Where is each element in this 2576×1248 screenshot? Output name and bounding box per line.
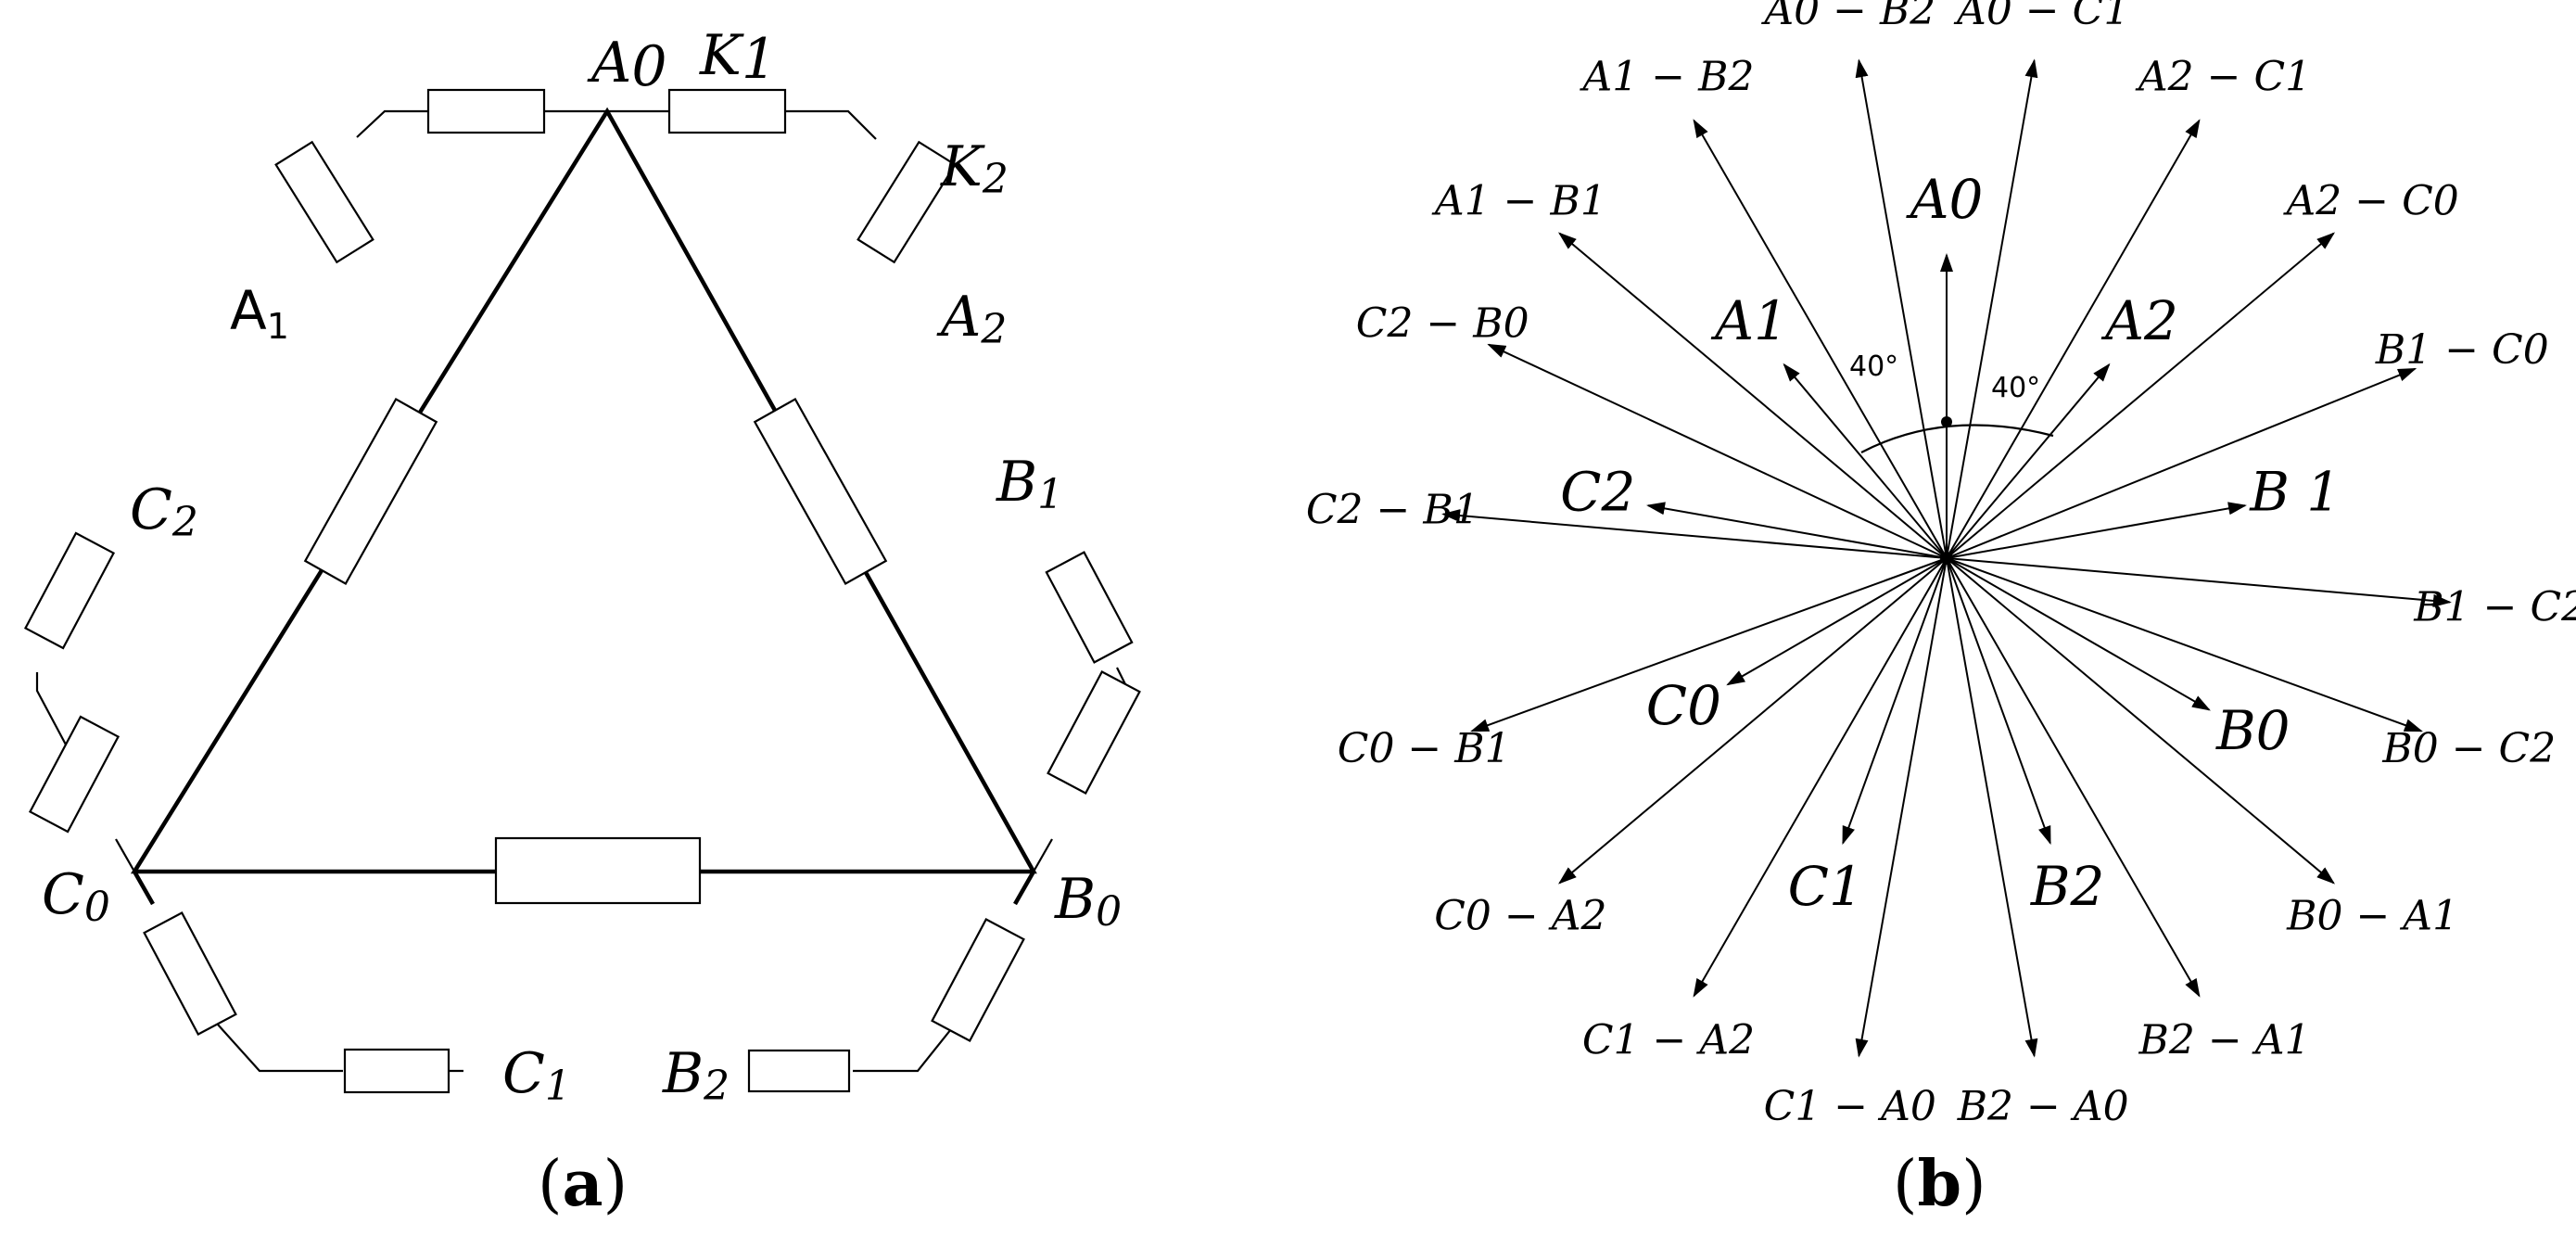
phasor-label-c1-a0: C1 − A0 (1764, 1083, 1936, 1130)
label-k2: K2 (940, 134, 1009, 203)
phasor-label-a1-b1: A1 − B1 (1431, 177, 1606, 224)
label-b0: B0 (1054, 867, 1122, 936)
resistor-bottom-side (494, 836, 702, 905)
phasor-label-a1: A1 (1710, 289, 1788, 352)
label-c1: C1 (502, 1041, 571, 1110)
phasor-label-c2-b1: C2 − B1 (1306, 487, 1479, 534)
panel-a-circuit: A0 K1 K2 A1 A2 B1 C2 C0 B0 C1 B2 (a) (23, 23, 1141, 1221)
resistor-b0-b1-lower (1047, 669, 1141, 796)
resistor-c0-c2-lower (28, 715, 121, 834)
phasor-label-b2-a1: B2 − A1 (2138, 1017, 2311, 1064)
label-a0: A0 (587, 31, 667, 99)
resistor-b1 (1045, 551, 1134, 664)
caption-b: (b) (1893, 1147, 1986, 1221)
phasor-label-c1: C1 (1788, 855, 1863, 918)
phasor-arrow-b1-c2 (1946, 557, 2452, 607)
label-k1: K1 (699, 23, 777, 92)
resistor-c1 (343, 1048, 450, 1094)
wire-c0-c1 (133, 870, 155, 906)
phasor-arrow-c1 (1842, 557, 1948, 846)
phasor-arrow-a1-b2 (1693, 119, 1948, 559)
phasor-arrow-a1 (1783, 363, 1948, 559)
phasor-arrow-b2-a0 (1946, 557, 2038, 1058)
phasor-label-a2-c1: A2 − C1 (2135, 53, 2311, 100)
label-a2: A2 (936, 285, 1007, 353)
phasor-arrow-a0-b2 (1855, 58, 1948, 559)
phasor-arrows (1441, 58, 2452, 1058)
phasor-label-c0: C0 (1646, 674, 1721, 737)
phasor-arrow-a2-c0 (1946, 232, 2336, 559)
resistor-b2 (747, 1049, 851, 1093)
resistor-a1 (274, 140, 374, 264)
resistor-top-left (426, 88, 546, 134)
angle-label-right: 40° (1991, 372, 2040, 404)
phasor-label-b1-c0: B1 − C0 (2375, 326, 2549, 374)
phasor-label-a0-c1: A0 − C1 (1953, 0, 2129, 34)
label-a1: A1 (230, 279, 289, 347)
phasor-arrow-b0-c2 (1946, 557, 2423, 732)
phasor-label-c0-a2: C0 − A2 (1434, 893, 1606, 940)
phasor-arrow-a0-c1 (1946, 58, 2038, 559)
phasor-arrow-b2-a1 (1946, 557, 2201, 998)
caption-a: (a) (538, 1147, 628, 1221)
label-c2: C2 (130, 478, 198, 546)
resistor-b0-b2 (931, 917, 1025, 1043)
phasor-arrow-c0-b1 (1470, 557, 1948, 732)
phasor-arrow-a2 (1946, 363, 2111, 559)
phasor-arrow-b1-c0 (1946, 367, 2417, 559)
phasor-label-b0-a1: B0 − A1 (2286, 893, 2458, 940)
phasor-arrow-b0 (1946, 557, 2211, 711)
phasor-label-b1: B 1 (2249, 461, 2341, 524)
label-b2: B2 (662, 1041, 730, 1110)
phasor-arrow-c2-b0 (1487, 343, 1948, 559)
angle-label-left: 40° (1849, 350, 1898, 383)
label-c0: C0 (42, 862, 110, 931)
phasor-arrow-a2-c1 (1946, 119, 2201, 559)
phasor-label-b0: B0 (2215, 699, 2290, 762)
phasor-arrow-b2 (1946, 557, 2051, 846)
phasor-arrow-a1-b1 (1557, 232, 1948, 559)
resistor-right-side (753, 398, 888, 585)
resistor-a2 (857, 140, 957, 264)
phasor-label-a2: A2 (2100, 289, 2178, 352)
phasor-arrow-c0-a2 (1557, 557, 1948, 885)
resistor-c0-c1 (143, 911, 237, 1037)
phasor-label-c2-b0: C2 − B0 (1356, 299, 1529, 347)
phasor-label-a0: A0 (1906, 168, 1984, 231)
resistor-k1 (667, 88, 787, 134)
resistor-c2 (23, 531, 116, 650)
arc-center-dot (1941, 416, 1952, 427)
phasor-arrow-c1-a0 (1855, 557, 1948, 1058)
resistor-left-side (303, 398, 438, 585)
phasor-label-b2: B2 (2030, 855, 2105, 918)
label-b1: B1 (996, 450, 1063, 518)
phasor-label-b2-a0: B2 − A0 (1957, 1083, 2129, 1130)
phasor-arrow-c0 (1726, 557, 1948, 686)
phasor-label-a1-b2: A1 − B2 (1580, 53, 1755, 100)
phasor-arrow-c2 (1646, 502, 1948, 559)
phasor-label-b1-c2: B1 − C2 (2413, 583, 2576, 630)
phasor-label-b0-c2: B0 − C2 (2381, 725, 2556, 772)
phasor-label-a0-b2: A0 − B2 (1760, 0, 1935, 34)
origin-dot (1940, 552, 1953, 565)
angle-arc (1860, 424, 2054, 453)
phasor-arrow-c1-a2 (1693, 557, 1948, 998)
phasor-arrow-c2-b1 (1441, 509, 1948, 559)
phasor-arrow-b1 (1946, 502, 2247, 559)
phasor-label-c0-b1: C0 − B1 (1338, 725, 1511, 772)
wire-b0-b2 (1013, 870, 1035, 906)
phasor-label-a2-c0: A2 − C0 (2282, 177, 2458, 224)
phasor-label-c1-a2: C1 − A2 (1582, 1017, 1755, 1064)
phasor-arrow-b0-a1 (1946, 557, 2336, 885)
phasor-label-c2: C2 (1560, 461, 1635, 524)
